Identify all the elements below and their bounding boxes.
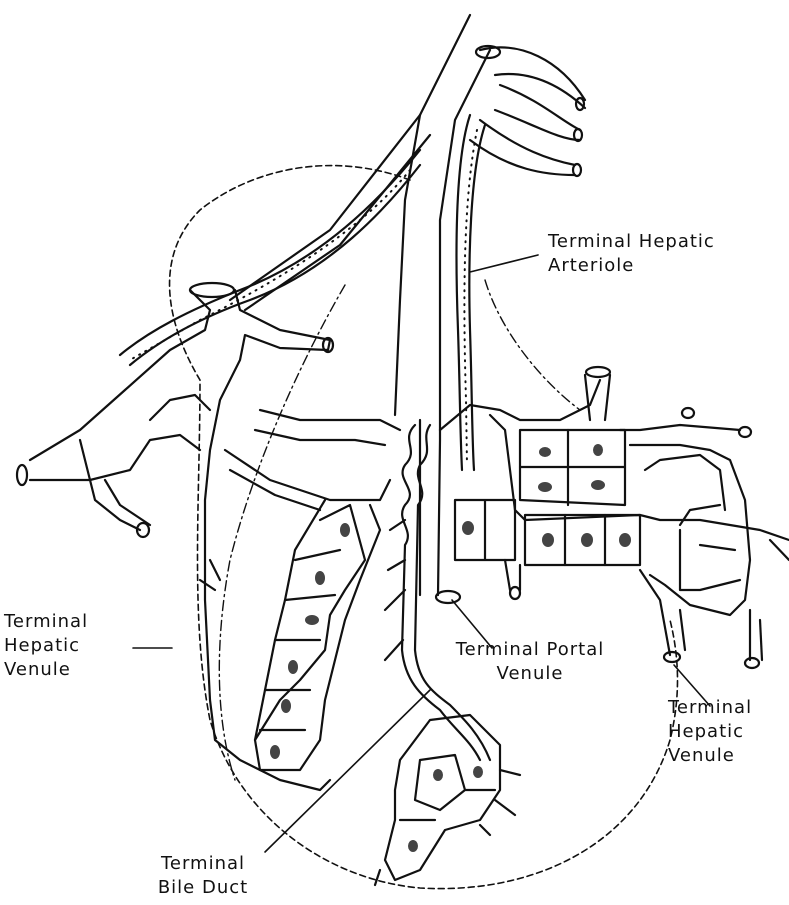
venule-net-6 xyxy=(105,480,150,525)
acinus-inner-dash-right xyxy=(485,280,580,410)
label-line: Hepatic xyxy=(668,720,752,744)
cell-plate-left-inner xyxy=(260,550,340,730)
label-line: Bile Duct xyxy=(118,876,288,900)
venule-net-2 xyxy=(205,290,330,790)
label-line: Hepatic xyxy=(4,634,88,658)
right-end-mid xyxy=(510,587,520,599)
venule-net-5 xyxy=(80,440,140,530)
venule-net-8 xyxy=(230,470,320,510)
right-net-14 xyxy=(505,560,520,590)
right-net-5 xyxy=(645,455,725,510)
arteriole-wall-right xyxy=(469,125,485,470)
branch-top-end-4 xyxy=(573,164,581,176)
branch-top-1b xyxy=(495,74,585,108)
right-net-9 xyxy=(700,545,735,550)
bile-duct-cells xyxy=(385,715,500,880)
label-line: Venule xyxy=(430,662,630,686)
label-terminal-hepatic-venule-right: Terminal Hepatic Venule xyxy=(668,696,752,768)
venule-net-12 xyxy=(200,580,215,590)
venule-net-10 xyxy=(255,430,385,445)
label-terminal-bile-duct: Terminal Bile Duct xyxy=(118,852,288,900)
right-net-3 xyxy=(620,425,740,430)
portal-trunk-end xyxy=(436,591,460,603)
label-line: Terminal xyxy=(118,852,288,876)
cell-plate-right-top-div xyxy=(520,430,625,505)
bile-duct-cells-branches xyxy=(375,770,520,885)
diagonal-branch-b2 xyxy=(130,165,420,365)
right-net-1 xyxy=(440,380,600,430)
bile-duct-cells-inner xyxy=(400,755,495,820)
arteriole-wall-left xyxy=(456,115,470,470)
venule-net-3 xyxy=(30,435,200,480)
label-line: Terminal xyxy=(4,610,88,634)
branch-top-2 xyxy=(500,85,580,130)
venule-end-left xyxy=(17,465,27,485)
right-net-13 xyxy=(605,375,610,420)
label-terminal-hepatic-venule-left: Terminal Hepatic Venule xyxy=(4,610,88,682)
right-end-bottom xyxy=(745,658,759,668)
diagonal-branch-a1 xyxy=(230,115,420,300)
label-terminal-portal-venule: Terminal Portal Venule xyxy=(430,638,630,686)
venule-net-11 xyxy=(210,560,220,580)
right-net-16 xyxy=(770,540,789,560)
right-end-top xyxy=(586,367,610,377)
leader-hepatic-arteriole xyxy=(470,255,538,272)
right-net-7 xyxy=(680,610,685,650)
label-line: Venule xyxy=(4,658,88,682)
venule-net-4 xyxy=(150,395,210,420)
label-terminal-hepatic-arteriole: Terminal Hepatic Arteriole xyxy=(548,230,715,278)
diagonal-branch-dots xyxy=(130,170,410,360)
right-net-12 xyxy=(585,375,590,420)
right-net-6 xyxy=(640,570,670,655)
right-end-stub-1 xyxy=(682,408,694,418)
label-line: Arteriole xyxy=(548,254,715,278)
branch-top-3b xyxy=(470,140,575,175)
branch-top-3 xyxy=(480,120,575,165)
diagonal-branch-a2 xyxy=(245,135,430,310)
label-line: Terminal xyxy=(668,696,752,720)
label-line: Terminal Hepatic xyxy=(548,230,715,254)
label-line: Venule xyxy=(668,744,752,768)
right-end-stub-2 xyxy=(739,427,751,437)
hepatic-venule-right-end xyxy=(664,652,680,662)
right-net-11 xyxy=(760,620,762,660)
branch-top-2b xyxy=(495,110,580,140)
branch-top-1 xyxy=(480,47,585,100)
label-line: Terminal Portal xyxy=(430,638,630,662)
hepatic-venule-top-end xyxy=(190,283,234,297)
right-net-8 xyxy=(680,530,740,590)
